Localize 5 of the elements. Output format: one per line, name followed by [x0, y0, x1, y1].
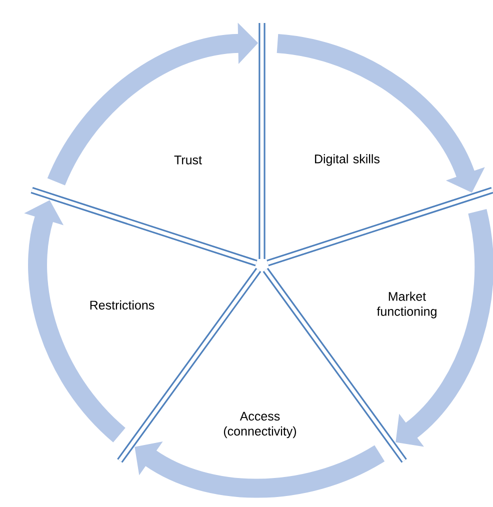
sector-label: Digital skills: [315, 154, 380, 166]
sector-label: Market functioning: [376, 292, 436, 318]
sector-label: Access (connectivity): [224, 412, 296, 438]
sector-label: Restrictions: [90, 300, 154, 310]
sector-label: Trust: [174, 156, 202, 164]
